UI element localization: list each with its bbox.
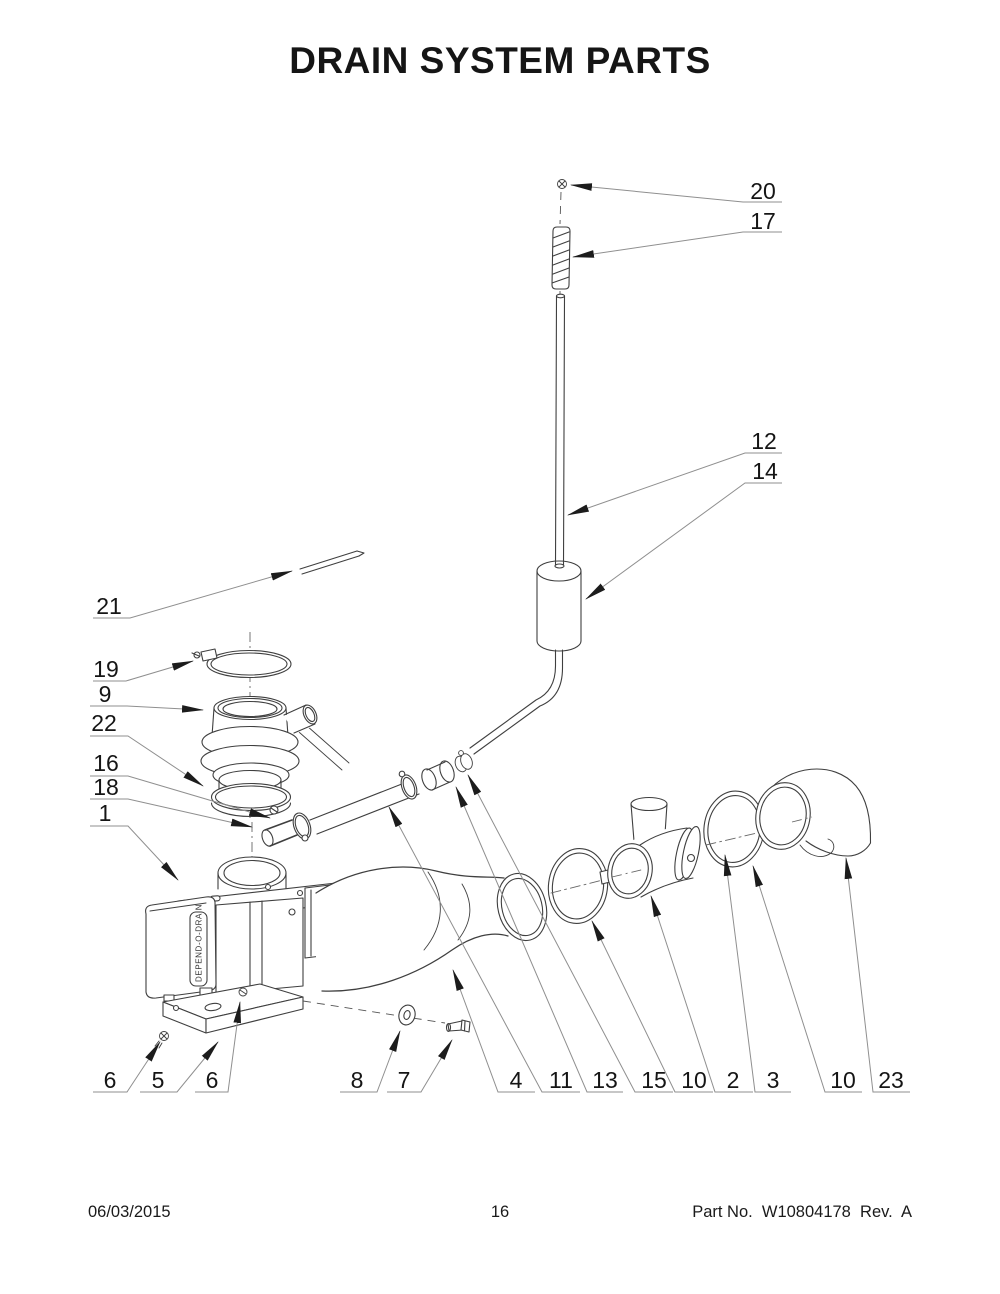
callout-8-number: 8: [351, 1067, 364, 1093]
footer-part-info: Part No. W10804178 Rev. A: [692, 1203, 912, 1221]
callout-18-number: 18: [93, 774, 119, 800]
washer-part-8: [398, 1004, 416, 1026]
callout-3-leader: [723, 854, 791, 1093]
callout-16-number: 16: [93, 750, 119, 776]
centerline-screw-coil: [559, 191, 562, 225]
callout-1-number: 1: [99, 800, 112, 826]
page-title: DRAIN SYSTEM PARTS: [289, 40, 711, 81]
callout-11-leader: [388, 806, 580, 1093]
callout-10-number: 10: [830, 1067, 856, 1093]
callout-13-number: 13: [592, 1067, 618, 1093]
thin-rod-part-21: [299, 550, 365, 575]
callout-14-number: 14: [752, 458, 778, 484]
pump-motor-box: DEPEND-O-DRAIN: [145, 896, 217, 1002]
callout-15-leader: [467, 774, 673, 1093]
callout-11-number: 11: [549, 1067, 573, 1093]
pump-outlet-hose-part-4: [315, 866, 548, 992]
callout-21-leader: [93, 570, 293, 619]
callout-23-number: 23: [878, 1067, 904, 1093]
hose-coupling-part-2: [607, 796, 701, 899]
callout-6-number: 6: [104, 1067, 117, 1093]
footer-date: 06/03/2015: [88, 1203, 171, 1221]
callout-6-number: 6: [206, 1067, 219, 1093]
callout-13-leader: [455, 786, 623, 1093]
callout-15-number: 15: [641, 1067, 667, 1093]
hose-clamp-part-16: [210, 782, 292, 818]
callout-16-leader: [90, 775, 271, 819]
callout-18-leader: [90, 798, 253, 828]
elbow-part-23: [755, 767, 872, 857]
callout-20-number: 20: [750, 178, 776, 204]
callout-19-leader: [93, 660, 194, 682]
stub-hose-part-18: [261, 819, 298, 847]
hose-clamp-part-19: [191, 648, 292, 679]
callout-2-number: 2: [727, 1067, 740, 1093]
standpipe-part-12: [469, 293, 566, 755]
callout-5-leader: [140, 1041, 219, 1093]
pump-base-bracket: [162, 983, 304, 1034]
callout-23-leader: [844, 857, 910, 1093]
callout-22-number: 22: [91, 710, 117, 736]
callout-2-leader: [650, 895, 753, 1093]
callout-4-number: 4: [510, 1067, 523, 1093]
drain-pump-assembly-part-1: DEPEND-O-DRAIN: [145, 856, 339, 1049]
callout-4-leader: [452, 969, 535, 1093]
hose-coupling-part-13: [421, 760, 455, 791]
boot-side-stub: [283, 704, 318, 734]
hose-ring-part-15: [454, 750, 473, 773]
callout-12-leader: [567, 452, 782, 516]
callout-14-leader: [585, 482, 782, 600]
centerline-washer-bolt: [302, 1000, 446, 1024]
standpipe-adapter-part-14: [536, 560, 582, 652]
footer-page-number: 16: [490, 1203, 510, 1221]
bracket-screw-part-6b: [238, 987, 248, 997]
callout-9-number: 9: [99, 681, 112, 707]
callout-10-leader: [591, 920, 713, 1093]
callout-5-number: 5: [152, 1067, 165, 1093]
hose-clamp-part-10a: [547, 848, 616, 924]
motor-label: DEPEND-O-DRAIN: [195, 904, 204, 982]
callout-6-leader: [195, 1001, 241, 1093]
coil-part-17: [551, 226, 571, 290]
callout-10-number: 10: [681, 1067, 707, 1093]
bolt-part-7: [445, 1019, 471, 1033]
base-screw-part-6a: [154, 1031, 169, 1049]
callout-19-number: 19: [93, 656, 119, 682]
callout-20-leader: [570, 183, 782, 203]
small-hose-clamp: [398, 770, 418, 800]
pump-body: [215, 897, 304, 995]
pump-inlet-cylinder: [217, 856, 287, 890]
callout-10-leader: [752, 865, 862, 1093]
callout-17-leader: [572, 231, 782, 258]
callout-3-number: 3: [767, 1067, 780, 1093]
callout-21-number: 21: [96, 593, 122, 619]
callout-9-leader: [90, 705, 204, 713]
callout-6-leader: [93, 1041, 161, 1093]
callout-22-leader: [90, 735, 204, 787]
bellows-part-22: [200, 725, 300, 802]
thin-drain-hose-part-11: [309, 779, 420, 835]
callout-17-number: 17: [750, 208, 776, 234]
screw-part-20: [557, 179, 567, 189]
callout-7-number: 7: [398, 1067, 411, 1093]
callout-12-number: 12: [751, 428, 777, 454]
callout-8-leader: [340, 1030, 401, 1093]
callout-7-leader: [387, 1039, 453, 1093]
callout-1-leader: [90, 825, 179, 881]
junction-clamp: [292, 812, 312, 842]
